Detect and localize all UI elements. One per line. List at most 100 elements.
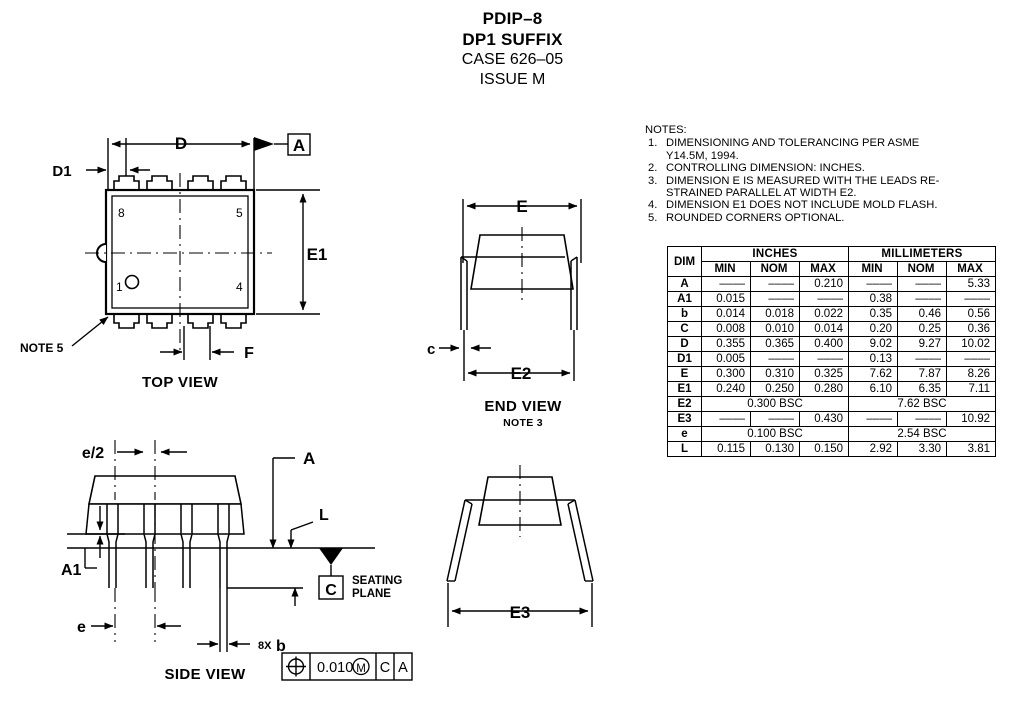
note-number: 1. [648, 137, 658, 150]
label-b: b [276, 638, 286, 655]
row-dim-label: A [667, 276, 702, 292]
cell-mm-nom: 3.30 [897, 441, 947, 457]
note-item: 3. DIMENSION E IS MEASURED WITH THE LEAD… [645, 175, 1010, 200]
lead-right-outer [574, 499, 594, 582]
note-text: DIMENSION E IS MEASURED WITH THE LEADS R… [666, 174, 940, 187]
note-number: 4. [648, 199, 658, 212]
centerline [85, 173, 272, 353]
label-e1: E1 [307, 245, 328, 264]
lead-left-outer [446, 499, 466, 582]
cell-in-nom: –––– [750, 276, 800, 292]
cell-mm-min: –––– [848, 276, 898, 292]
position-symbol-icon [286, 656, 306, 677]
cell-mm-max: 3.81 [946, 441, 996, 457]
note-text: Y14.5M, 1994. [666, 149, 739, 162]
side-view-drawing: e/2 A A1 L e 8X b C SEATING PLANE [61, 440, 402, 655]
cell-in-max: 0.430 [799, 411, 849, 427]
label-c: c [427, 341, 435, 358]
cell-mm-max: 10.02 [946, 336, 996, 352]
mmc-modifier-circle [352, 657, 370, 676]
cell-mm-max: –––– [946, 351, 996, 367]
end-view-subcaption: NOTE 3 [503, 417, 543, 429]
l-leader [290, 521, 314, 531]
cell-in-max: 0.325 [799, 366, 849, 382]
cell-mm-nom: 9.27 [897, 336, 947, 352]
label-pin8: 8 [118, 206, 125, 220]
cell-in-max: –––– [799, 351, 849, 367]
cell-in-max: 0.210 [799, 276, 849, 292]
notes-list: 1. DIMENSIONING AND TOLERANCING PER ASME… [645, 137, 1010, 224]
header-mm-min: MIN [848, 261, 898, 277]
cell-in-max: 0.400 [799, 336, 849, 352]
datum-a-arrowhead [254, 137, 274, 151]
label-e-half: e/2 [82, 445, 104, 462]
table-row: E 0.300 0.310 0.325 7.62 7.87 8.26 [667, 366, 996, 382]
label-f: F [244, 345, 254, 362]
cell-in-min: 0.008 [701, 321, 751, 337]
cell-mm-nom: 7.87 [897, 366, 947, 382]
cell-mm-bsc: 2.54 BSC [848, 426, 996, 442]
side-view-caption: SIDE VIEW [164, 666, 246, 683]
cell-in-min: 0.115 [701, 441, 751, 457]
note-text: DIMENSIONING AND TOLERANCING PER ASME [666, 137, 920, 150]
datum-c-box [318, 575, 344, 600]
end-view-caption: END VIEW [484, 398, 562, 415]
cell-mm-min: 9.02 [848, 336, 898, 352]
table-row: E1 0.240 0.250 0.280 6.10 6.35 7.11 [667, 381, 996, 397]
lead-group-side [106, 504, 230, 588]
row-dim-label: E3 [667, 411, 702, 427]
cell-in-nom: 0.365 [750, 336, 800, 352]
header-in-max: MAX [799, 261, 849, 277]
cell-in-max: 0.022 [799, 306, 849, 322]
group-header-millimeters: MILLIMETERS [848, 246, 996, 262]
package-body-side-lower [85, 503, 245, 535]
cell-in-nom: –––– [750, 351, 800, 367]
label-l: L [319, 507, 329, 524]
cell-mm-min: 0.20 [848, 321, 898, 337]
label-d1: D1 [52, 163, 71, 180]
cell-in-max: –––– [799, 291, 849, 307]
cell-mm-nom: 6.35 [897, 381, 947, 397]
cell-in-nom: 0.130 [750, 441, 800, 457]
lead-bend-left [460, 256, 468, 262]
label-datum-c: C [325, 582, 337, 599]
note-item: 2. CONTROLLING DIMENSION: INCHES. [645, 162, 1010, 174]
row-dim-label: D [667, 336, 702, 352]
label-e3: E3 [510, 603, 531, 622]
table-group-header-row: DIM INCHES MILLIMETERS [667, 246, 996, 277]
cell-mm-nom: 0.46 [897, 306, 947, 322]
cell-mm-bsc: 7.62 BSC [848, 396, 996, 412]
note5-leader-line [71, 316, 109, 347]
note-text: CONTROLLING DIMENSION: INCHES. [666, 162, 865, 175]
spread-lead-end-view-drawing: E3 [446, 465, 594, 627]
table-row: D 0.355 0.365 0.400 9.02 9.27 10.02 [667, 336, 996, 352]
lead-left-inner [454, 503, 473, 582]
lead-right-inner [567, 503, 586, 582]
table-row: e 0.100 BSC 2.54 BSC [667, 426, 996, 442]
row-dim-label: D1 [667, 351, 702, 367]
label-a1: A1 [61, 562, 82, 579]
label-pin5: 5 [236, 206, 243, 220]
cell-in-min: 0.005 [701, 351, 751, 367]
cell-mm-nom: 0.25 [897, 321, 947, 337]
table-row: D1 0.005 –––– –––– 0.13 –––– –––– [667, 351, 996, 367]
lead-row-bottom [113, 313, 247, 329]
note-text: STRAINED PARALLEL AT WIDTH E2. [666, 187, 857, 200]
cell-mm-nom: –––– [897, 276, 947, 292]
row-dim-label: b [667, 306, 702, 322]
cell-mm-max: 7.11 [946, 381, 996, 397]
table-row: E3 –––– –––– 0.430 –––– –––– 10.92 [667, 411, 996, 427]
cell-mm-min: –––– [848, 411, 898, 427]
cell-in-nom: –––– [750, 291, 800, 307]
cell-mm-min: 7.62 [848, 366, 898, 382]
cell-in-nom: 0.018 [750, 306, 800, 322]
datum-c-triangle [319, 548, 343, 565]
cell-in-min: 0.015 [701, 291, 751, 307]
issue-revision: ISSUE M [479, 71, 546, 88]
table-row: A –––– –––– 0.210 –––– –––– 5.33 [667, 276, 996, 292]
cell-mm-nom: –––– [897, 411, 947, 427]
label-pin4: 4 [236, 280, 243, 294]
cell-mm-min: 6.10 [848, 381, 898, 397]
group-header-inches: INCHES [701, 246, 849, 262]
label-seating-1: SEATING [352, 575, 402, 587]
